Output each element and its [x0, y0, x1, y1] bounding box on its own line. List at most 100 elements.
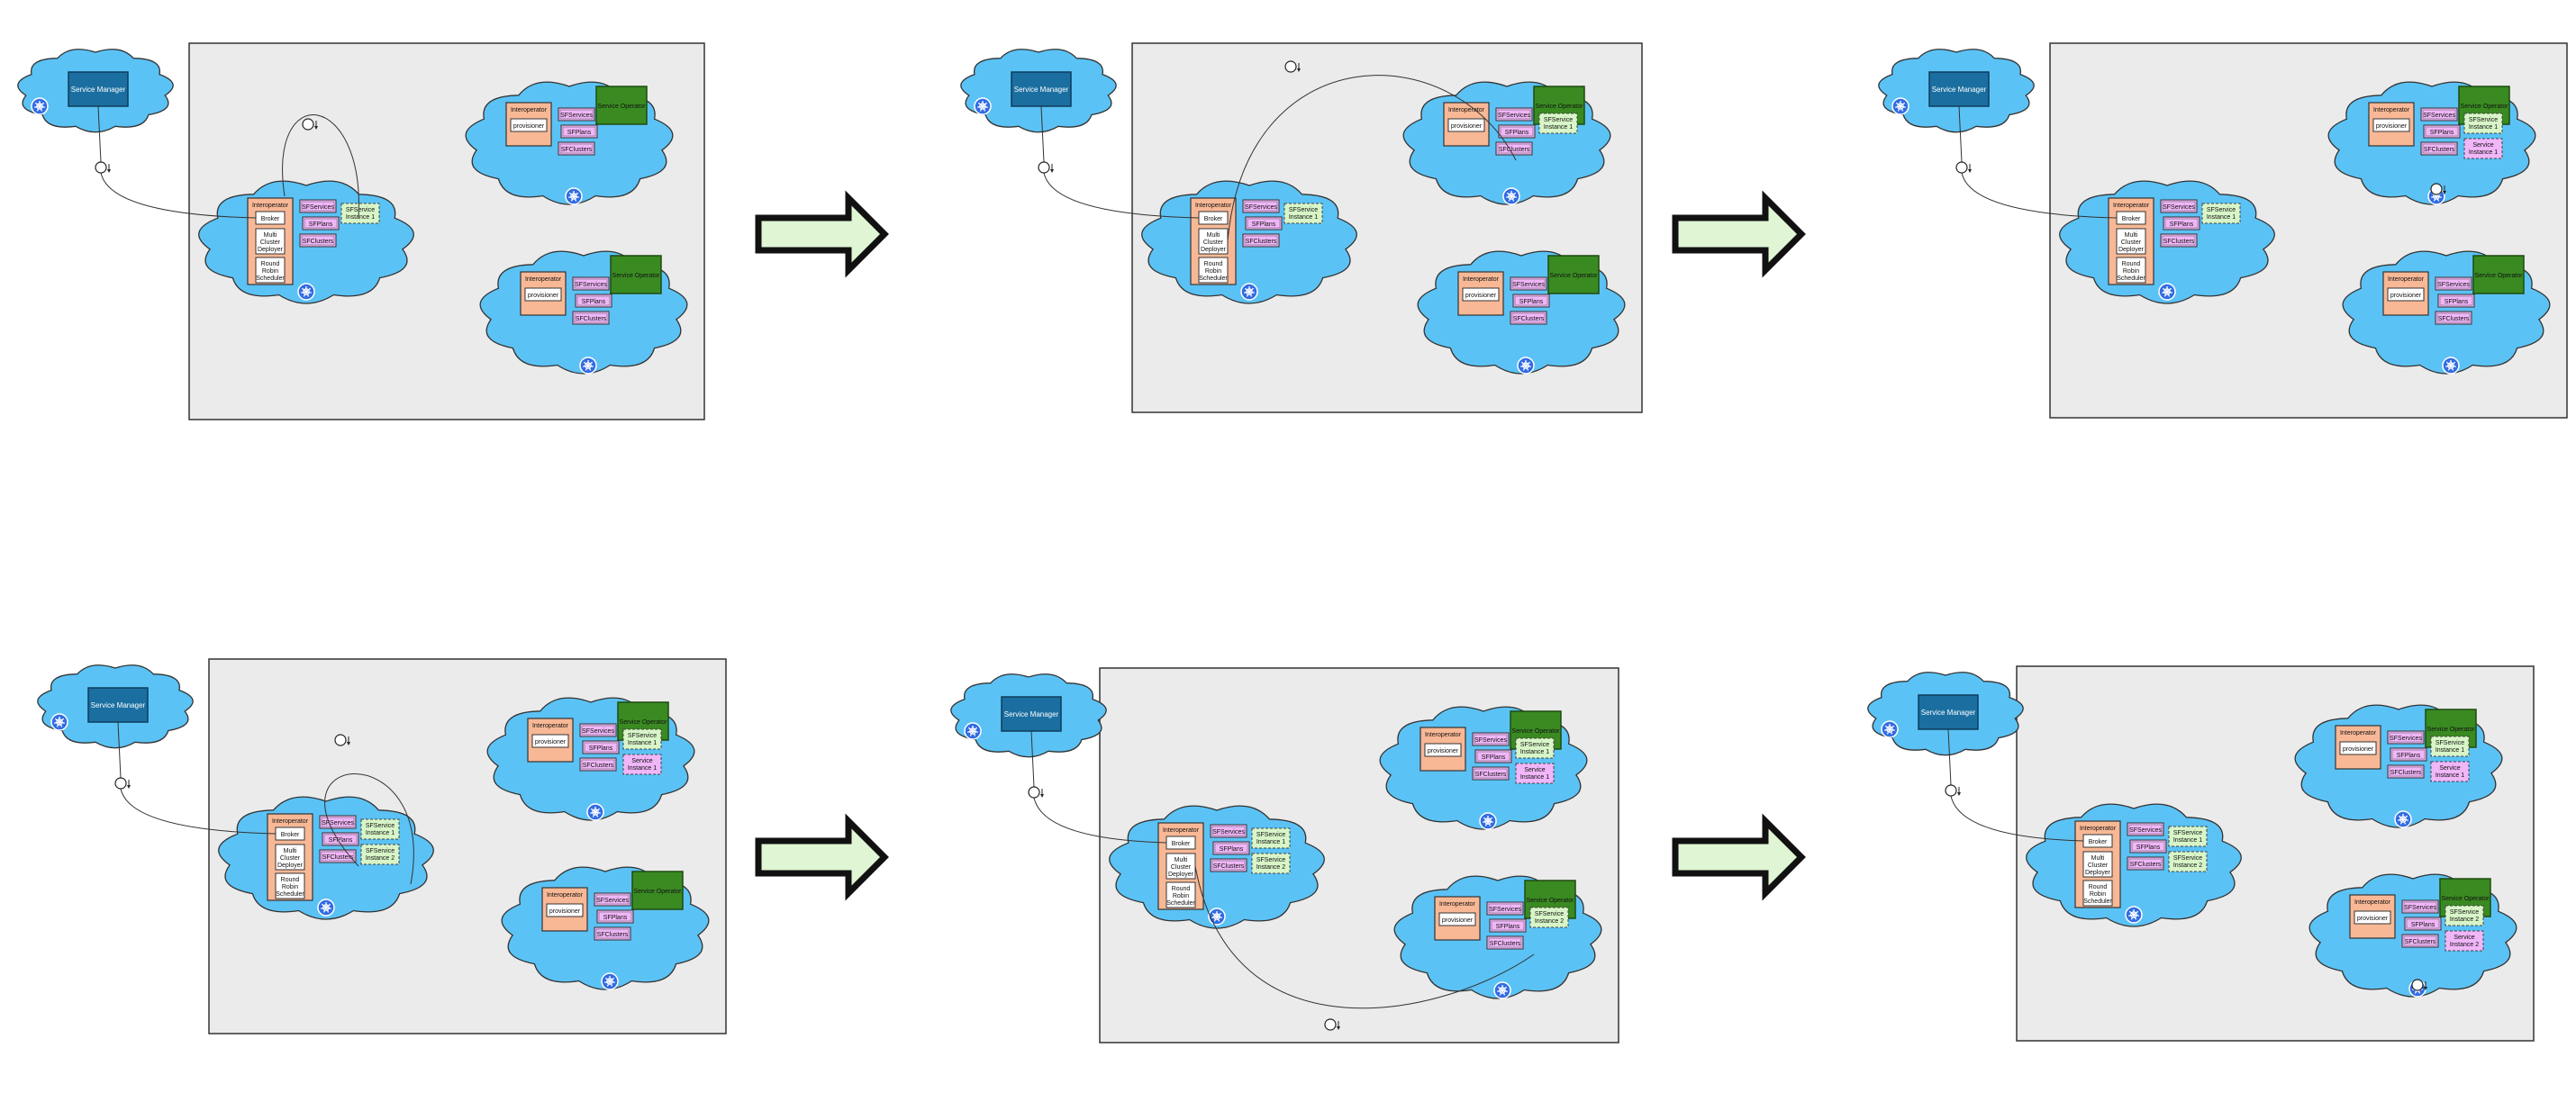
remote-cluster-2-sfclusters-box: [594, 926, 631, 941]
remote-cluster-1-service-instance-box: [622, 754, 662, 775]
round-robin-scheduler-label-line-3: Scheduler: [256, 276, 285, 282]
service-manager-label: Service Manager: [1932, 86, 1987, 94]
remote-cluster-1-sfplans-box: [560, 124, 598, 139]
service-manager-link: [1947, 728, 1952, 786]
remote-cluster-2-sfplans-label: SFPlans: [603, 915, 628, 921]
master-sfservices-label: SFServices: [1212, 829, 1245, 836]
remote-cluster-1-sfplans-box: [2423, 124, 2461, 139]
interoperator-label: Interoperator: [1195, 203, 1232, 209]
operator-connector: [2411, 979, 2424, 991]
multi-cluster-deployer-box: [2116, 228, 2146, 255]
remote-cluster-2-sfplans-box: [2404, 917, 2442, 931]
round-robin-scheduler-box: [2082, 880, 2113, 907]
provisioner-box: [2372, 118, 2410, 132]
master-sfclusters-box: [1210, 858, 1247, 872]
remote-cluster-1-sfservice-instance-box: [1538, 113, 1578, 134]
service-manager-link: [1958, 105, 1963, 163]
remote-cluster-1-service-instance-box: [2430, 761, 2470, 782]
provisioner-box: [2387, 287, 2425, 302]
interoperator-label: Interoperator: [2388, 276, 2425, 283]
master-sfplans-label: SFPlans: [1220, 846, 1244, 853]
master-instance-a-label-line-2: Instance 1: [2173, 837, 2202, 844]
master-sfplans-box: [1212, 841, 1250, 855]
round-robin-scheduler-label-line-2: Robin: [1173, 893, 1189, 899]
remote-cluster-2-service-operator-box: [2472, 255, 2525, 294]
step-2: Service ManagerInteroperatorBrokerMultiC…: [960, 42, 1643, 413]
remote-cluster-1-sfservice-instance-label-line-1: SFService: [2469, 117, 2498, 123]
remote-cluster-1-service-operator-label: Service Operator: [2427, 727, 2476, 733]
multi-cluster-deployer-label-line-2: Cluster: [2121, 239, 2142, 246]
remote-cluster-2-sfservices-box: [2435, 276, 2472, 291]
remote-cluster-1-sfplans-box: [1498, 124, 1536, 139]
remote-cluster-2-sfclusters-label: SFClusters: [1513, 316, 1545, 322]
remote-cluster-1-sfservice-instance-label-line-1: SFService: [1544, 117, 1573, 123]
multi-cluster-deployer-label-line-3: Deployer: [2085, 870, 2111, 876]
remote-cluster-1-sfclusters-box: [2387, 764, 2425, 779]
remote-cluster-1-sfclusters-box: [1495, 141, 1533, 156]
remote-cluster-2-service-operator-label: Service Operator: [2442, 896, 2490, 902]
remote-cluster-1-sfplans-label: SFPlans: [589, 745, 613, 752]
remote-cluster-1-service-operator-label: Service Operator: [598, 104, 647, 110]
remote-cluster-1-sfservice-instance-label-line-2: Instance 1: [2435, 747, 2464, 754]
remote-cluster-2-sfservices-box: [2401, 899, 2439, 914]
service-manager-label: Service Manager: [71, 86, 126, 94]
master-instance-a-box: [1251, 827, 1291, 849]
remote-cluster-1-sfservices-box: [579, 723, 617, 737]
round-robin-scheduler-label-line-2: Robin: [2123, 268, 2139, 275]
interoperator-label: Interoperator: [1448, 107, 1485, 113]
master-instance-a-label-line-1: SFService: [2207, 207, 2236, 213]
broker-label: Broker: [2089, 839, 2108, 845]
master-instance-a-label-line-1: SFService: [2173, 830, 2202, 836]
master-sfclusters-label: SFClusters: [2163, 239, 2195, 245]
master-sfclusters-label: SFClusters: [1246, 239, 1277, 245]
remote-cluster-1-service-instance-box: [2463, 138, 2503, 159]
round-robin-scheduler-label-line-1: Round: [261, 261, 280, 267]
multi-cluster-deployer-label-line-3: Deployer: [277, 863, 304, 869]
interoperator-label: Interoperator: [1425, 732, 1462, 738]
remote-cluster-2-sfservice-instance-label-line-1: SFService: [2450, 909, 2479, 916]
round-robin-scheduler-label-line-2: Robin: [262, 268, 278, 275]
multi-cluster-deployer-label-line-3: Deployer: [1168, 872, 1194, 878]
remote-cluster-2-sfclusters-box: [2401, 934, 2439, 948]
remote-cluster-1-sfclusters-label: SFClusters: [561, 147, 593, 153]
remote-cluster-2-sfclusters-label: SFClusters: [2405, 939, 2436, 945]
master-instance-b-label-line-1: SFService: [2173, 855, 2202, 862]
master-instance-b-label-line-1: SFService: [1256, 857, 1285, 863]
transition-arrow-2-3: [1672, 190, 1806, 278]
remote-cluster-2-service-instance-label-line-1: Service: [2454, 935, 2474, 941]
remote-cluster-1-sfservices-box: [1472, 732, 1510, 746]
service-manager-connector: [1038, 161, 1050, 174]
remote-cluster-1-sfplans-label: SFPlans: [1482, 754, 1506, 761]
multi-cluster-deployer-label-line-1: Multi: [284, 848, 297, 854]
remote-cluster-2-sfclusters-label: SFClusters: [597, 932, 629, 938]
round-robin-scheduler-box: [275, 872, 305, 899]
remote-cluster-1-sfplans-box: [1474, 749, 1512, 763]
remote-cluster-1-service-instance-label-line-1: Service: [2472, 142, 2493, 149]
multi-cluster-deployer-box: [275, 844, 305, 871]
multi-cluster-deployer-label-line-1: Multi: [1175, 857, 1188, 863]
service-manager-label: Service Manager: [91, 701, 146, 709]
remote-cluster-2-service-operator-label: Service Operator: [1550, 273, 1599, 279]
remote-cluster-2-service-instance-label-line-2: Instance 2: [2450, 942, 2479, 948]
remote-cluster-2-sfclusters-label: SFClusters: [1490, 941, 1521, 947]
remote-cluster-1-service-operator-label: Service Operator: [1536, 104, 1584, 110]
remote-cluster-1-sfservices-label: SFServices: [582, 728, 614, 735]
round-robin-scheduler-label-line-1: Round: [281, 877, 300, 883]
remote-cluster-1-sfservices-box: [1495, 107, 1533, 122]
kubernetes-icon: [297, 283, 315, 301]
remote-cluster-2-sfservice-instance-label-line-2: Instance 2: [1535, 918, 1564, 925]
kubernetes-icon: [2394, 810, 2412, 828]
provisioner-label: provisioner: [2343, 746, 2374, 753]
kubernetes-icon: [1881, 720, 1899, 738]
broker-label: Broker: [2122, 216, 2141, 222]
round-robin-scheduler-label-line-3: Scheduler: [2117, 276, 2145, 282]
kubernetes-icon: [601, 972, 619, 990]
